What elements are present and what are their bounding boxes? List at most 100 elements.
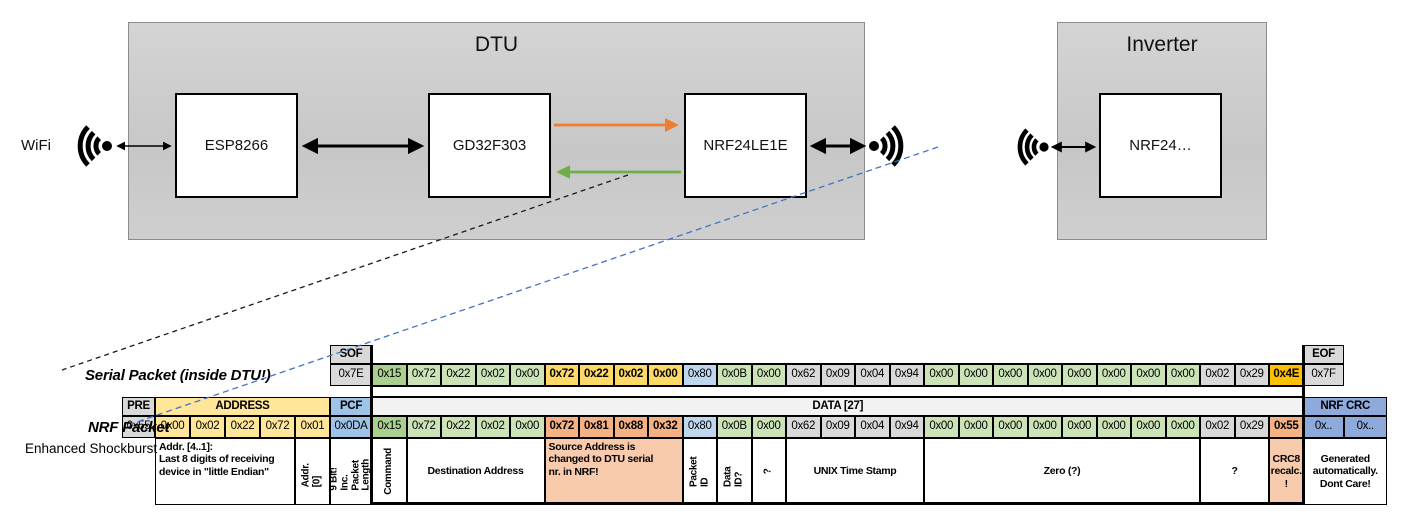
serial-byte-cell: 0x80 <box>682 364 717 386</box>
annotation-cell: Generated automatically. Dont Care! <box>1303 438 1387 505</box>
pcf-value: 0x0DA <box>330 416 372 438</box>
nrf-byte-cell: 0x00 <box>1096 416 1131 438</box>
inverter-container: Inverter <box>1057 22 1267 240</box>
nrf-byte-cell: 0x88 <box>613 416 648 438</box>
annotation-cell: Packet ID <box>682 438 717 505</box>
address-header: ADDRESS <box>155 397 330 416</box>
annotation-cell: Addr. [4..1]: Last 8 digits of receiving… <box>155 438 295 505</box>
nrf-byte-cell: 0x81 <box>579 416 614 438</box>
serial-byte-cell: 0x4E <box>1269 364 1304 386</box>
serial-byte-cell: 0x0B <box>717 364 752 386</box>
wifi-icon-left <box>77 125 112 167</box>
packet-tables: Serial Packet (inside DTU!) NRF Packet E… <box>0 345 1406 517</box>
nrf-crc-cell: 0x.. <box>1303 416 1344 438</box>
wifi-label: WiFi <box>21 137 51 154</box>
address-byte-cell: 0x22 <box>225 416 260 438</box>
wifi-icon-inverter <box>1017 128 1049 166</box>
serial-byte-cell: 0x94 <box>889 364 924 386</box>
serial-packet-label: Serial Packet (inside DTU!) <box>85 367 271 384</box>
serial-byte-cell: 0x00 <box>1165 364 1200 386</box>
data-header: DATA [27] <box>372 397 1304 416</box>
nrf-byte-cell: 0x22 <box>441 416 476 438</box>
annotation-cell: 9 Bit! Inc. Packet Length <box>328 438 372 505</box>
data-frame-right <box>1302 345 1305 505</box>
dtu-title: DTU <box>474 33 519 56</box>
nrf-byte-cell: 0x72 <box>544 416 579 438</box>
serial-byte-cell: 0x00 <box>958 364 993 386</box>
nrf-byte-cell: 0x0B <box>717 416 752 438</box>
serial-frame-bottom <box>370 384 1305 388</box>
serial-byte-cell: 0x00 <box>751 364 786 386</box>
serial-byte-cell: 0x29 <box>1234 364 1269 386</box>
eof-header: EOF <box>1303 345 1344 364</box>
annotation-cell: Destination Address <box>406 438 545 505</box>
address-byte-cell: 0x72 <box>260 416 295 438</box>
nrf-byte-cell: 0x94 <box>889 416 924 438</box>
component-box-esp8266: ESP8266 <box>175 93 298 198</box>
nrf-byte-cell: 0x00 <box>1062 416 1097 438</box>
serial-byte-cell: 0x00 <box>648 364 683 386</box>
nrf-byte-cell: 0x29 <box>1234 416 1269 438</box>
nrf-byte-cell: 0x09 <box>820 416 855 438</box>
component-label: NRF24… <box>1129 137 1192 154</box>
nrf-byte-cell: 0x72 <box>406 416 441 438</box>
annotation-cell: ? <box>751 438 786 505</box>
serial-byte-cell: 0x15 <box>372 364 407 386</box>
nrf-byte-cell: 0x02 <box>1200 416 1235 438</box>
serial-byte-cell: 0x02 <box>475 364 510 386</box>
serial-byte-cell: 0x22 <box>579 364 614 386</box>
serial-byte-cell: 0x00 <box>1027 364 1062 386</box>
nrf-frame-top <box>370 395 1305 399</box>
annotation-cell: CRC8 recalc. ! <box>1269 438 1304 505</box>
annotation-cell: ? <box>1200 438 1269 505</box>
annotation-cell: Addr.[0] <box>295 438 330 505</box>
annotation-cell: Command <box>372 438 407 505</box>
serial-byte-cell: 0x00 <box>993 364 1028 386</box>
serial-byte-cell: 0x62 <box>786 364 821 386</box>
serial-byte-cell: 0x02 <box>613 364 648 386</box>
nrf-crc-cell: 0x.. <box>1343 416 1387 438</box>
pre-header: PRE <box>122 397 155 416</box>
nrf-packet-label: NRF Packet <box>88 419 170 436</box>
nrf-byte-cell: 0x00 <box>1165 416 1200 438</box>
component-label: GD32F303 <box>452 137 527 154</box>
nrf-byte-cell: 0x62 <box>786 416 821 438</box>
nrf-byte-cell: 0x04 <box>855 416 890 438</box>
address-byte-cell: 0x02 <box>190 416 225 438</box>
nrf-byte-cell: 0x00 <box>1131 416 1166 438</box>
wifi-icon-right <box>869 125 904 167</box>
nrf-byte-cell: 0x00 <box>1027 416 1062 438</box>
serial-byte-cell: 0x00 <box>1062 364 1097 386</box>
nrf-byte-cell: 0x00 <box>993 416 1028 438</box>
serial-byte-cell: 0x72 <box>406 364 441 386</box>
address-byte-cell: 0x01 <box>295 416 330 438</box>
shockburst-label: Enhanced Shockburst <box>25 441 158 456</box>
serial-frame-top <box>370 362 1305 366</box>
nrf-byte-cell: 0x15 <box>372 416 407 438</box>
serial-byte-cell: 0x02 <box>1200 364 1235 386</box>
nrf-byte-cell: 0x80 <box>682 416 717 438</box>
annotation-cell: UNIX Time Stamp <box>786 438 924 505</box>
annotation-cell: Data ID? <box>717 438 752 505</box>
nrf-byte-cell: 0x32 <box>648 416 683 438</box>
serial-byte-cell: 0x00 <box>1131 364 1166 386</box>
sof-value: 0x7E <box>330 364 372 386</box>
inverter-title: Inverter <box>1126 33 1198 56</box>
serial-byte-cell: 0x00 <box>510 364 545 386</box>
serial-byte-cell: 0x09 <box>820 364 855 386</box>
nrf-byte-cell: 0x00 <box>751 416 786 438</box>
nrf-byte-cell: 0x00 <box>924 416 959 438</box>
component-box-gd32f303: GD32F303 <box>428 93 551 198</box>
serial-byte-cell: 0x22 <box>441 364 476 386</box>
nrf-byte-cell: 0x00 <box>958 416 993 438</box>
serial-byte-cell: 0x04 <box>855 364 890 386</box>
component-label: ESP8266 <box>204 137 269 154</box>
pcf-header: PCF <box>330 397 372 416</box>
component-box-nrf24: NRF24… <box>1099 93 1222 198</box>
serial-byte-cell: 0x72 <box>544 364 579 386</box>
eof-value: 0x7F <box>1303 364 1344 386</box>
serial-byte-cell: 0x00 <box>1096 364 1131 386</box>
data-frame-left <box>370 345 373 505</box>
nrf-crc-header: NRF CRC <box>1303 397 1387 416</box>
